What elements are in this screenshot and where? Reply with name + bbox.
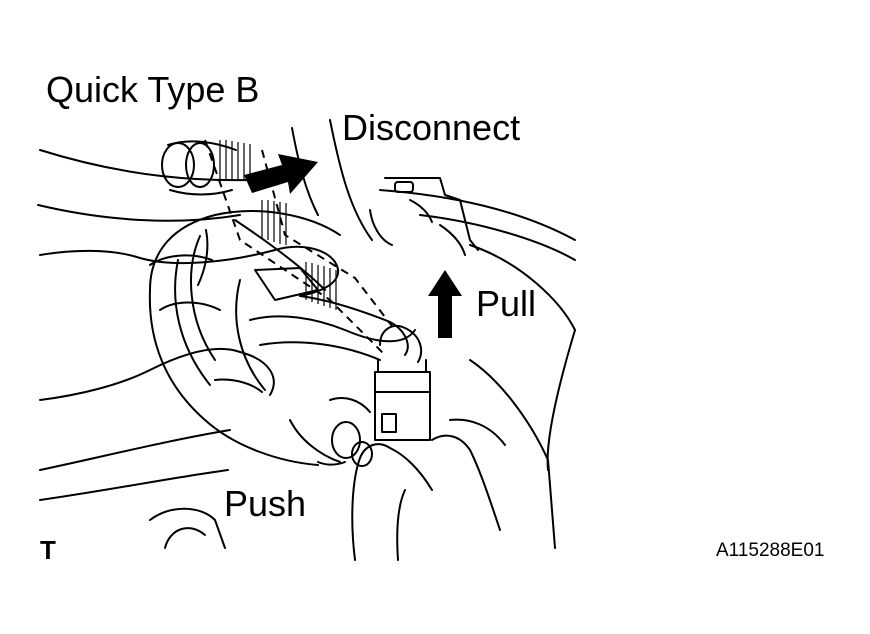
disconnect-label: Disconnect <box>342 107 521 148</box>
push-tab <box>329 397 373 467</box>
left-hand <box>39 245 416 401</box>
pull-arrow <box>428 270 462 338</box>
lower-bracket <box>39 429 231 549</box>
pipe-fitting <box>374 325 431 441</box>
disconnect-arrow <box>244 154 318 194</box>
figure-id: A115288E01 <box>716 540 825 561</box>
right-hand <box>351 418 506 561</box>
pull-label: Pull <box>476 283 537 324</box>
push-label: Push <box>224 483 307 524</box>
diagram-title: Quick Type B <box>46 69 260 110</box>
quick-connector-body <box>148 140 341 466</box>
engine-block <box>369 177 576 549</box>
push-arrow <box>317 461 346 466</box>
corner-mark: T <box>40 535 56 565</box>
